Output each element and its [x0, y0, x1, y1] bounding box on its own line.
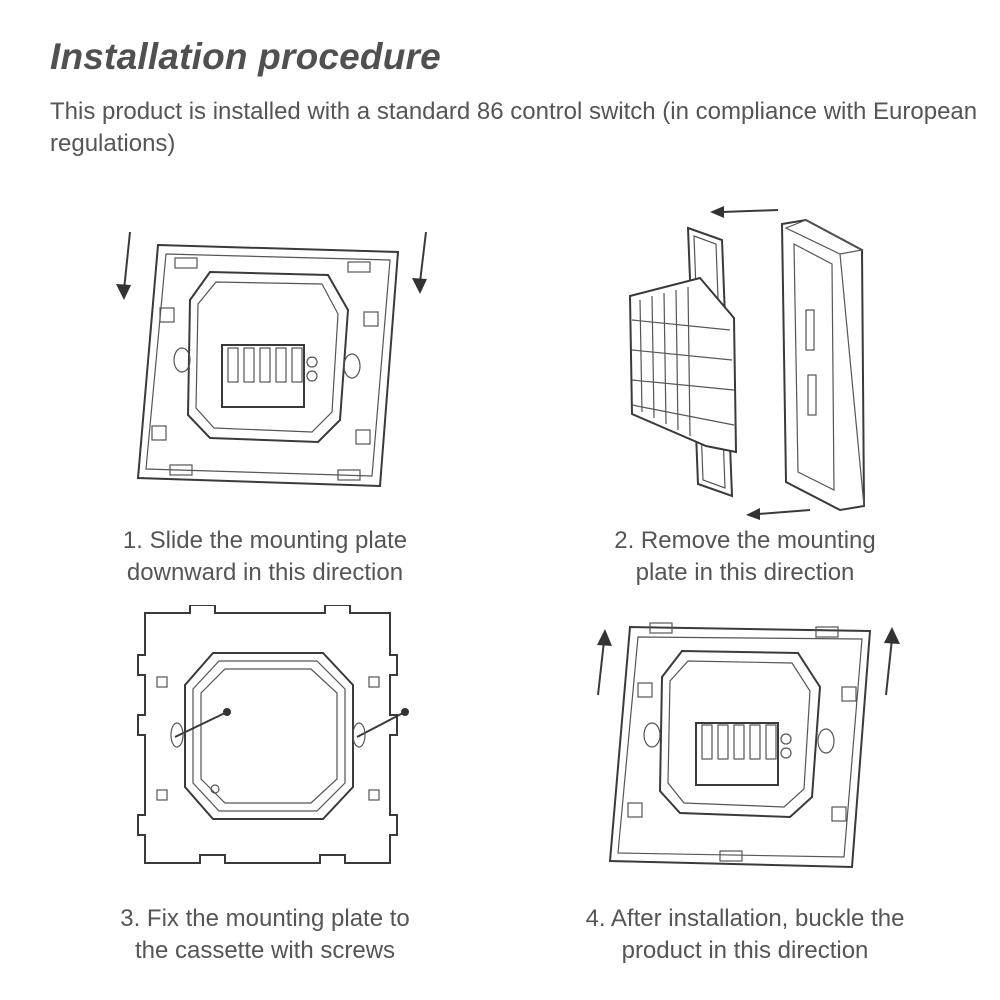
- left-arrow-top-icon: [710, 206, 779, 218]
- page-title: Installation procedure: [50, 36, 441, 77]
- step-3-caption: 3. Fix the mounting plate to the cassett…: [50, 903, 480, 967]
- step-3-caption-line-1: 3. Fix the mounting plate to: [120, 905, 410, 932]
- step-4-illustration: [597, 622, 900, 869]
- left-arrow-bottom-icon: [746, 508, 811, 520]
- step-2-caption: 2. Remove the mounting plate in this dir…: [535, 525, 955, 589]
- step-4-caption-line-1: 4. After installation, buckle the: [585, 905, 905, 932]
- step-3-caption-line-2: the cassette with screws: [134, 937, 396, 964]
- intro-text: This product is installed with a standar…: [50, 98, 978, 157]
- step-1-caption: 1. Slide the mounting plate downward in …: [50, 525, 480, 589]
- down-arrow-right-icon: [412, 231, 427, 294]
- step-2-caption-line-2: plate in this direction: [635, 559, 855, 586]
- up-arrow-left-icon: [597, 629, 612, 696]
- down-arrow-left-icon: [116, 231, 131, 300]
- step-1-illustration: [116, 231, 427, 488]
- step-2-illustration: [628, 206, 866, 520]
- step-1-caption-line-1: 1. Slide the mounting plate: [122, 527, 408, 554]
- step-2-caption-line-1: 2. Remove the mounting: [614, 527, 876, 554]
- up-arrow-right-icon: [884, 627, 900, 696]
- step-3-illustration: [137, 605, 409, 864]
- screw-left-icon: [170, 708, 231, 748]
- screw-right-icon: [352, 708, 409, 748]
- step-1-caption-line-2: downward in this direction: [126, 559, 404, 586]
- step-4-caption: 4. After installation, buckle the produc…: [530, 903, 960, 967]
- step-4-caption-line-2: product in this direction: [621, 937, 869, 964]
